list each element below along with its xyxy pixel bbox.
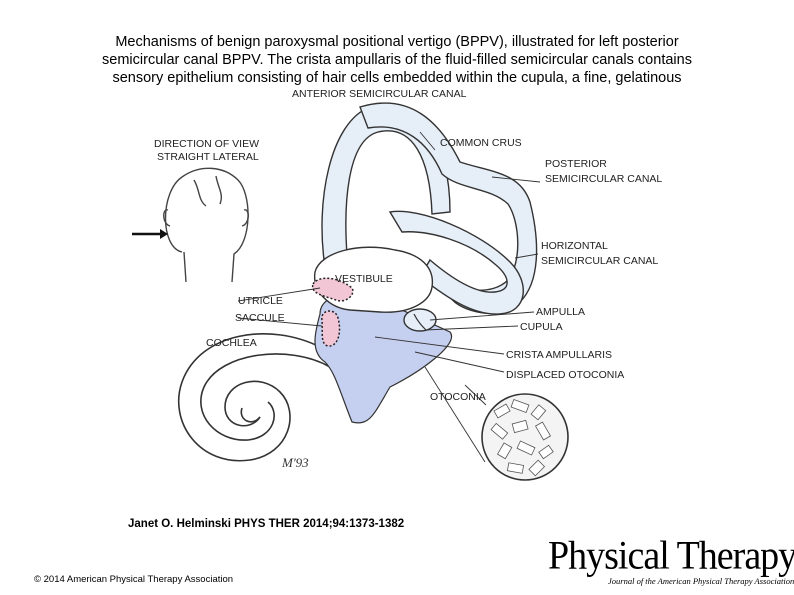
utricle [311,277,354,302]
copyright-notice: © 2014 American Physical Therapy Associa… [34,574,234,585]
logo-title: Physical Therapy [548,533,794,579]
figure-caption: Mechanisms of benign paroxysmal position… [20,33,774,87]
head-illustration [163,167,249,283]
label-straight-lateral: STRAIGHT LATERAL [157,151,259,163]
label-cupula: CUPULA [520,321,563,333]
caption-line-2: semicircular canal BPPV. The crista ampu… [102,52,692,68]
label-horizontal-canal: SEMICIRCULAR CANAL [541,255,658,267]
logo-subtitle: Journal of the American Physical Therapy… [608,576,794,586]
anterior-canal [321,103,451,268]
citation: Janet O. Helminski PHYS THER 2014;94:137… [128,518,405,530]
cochlea [177,333,331,462]
label-utricle: UTRICLE [238,295,283,307]
inner-ear-diagram: ANTERIOR SEMICIRCULAR CANAL DIRECTION OF… [132,88,662,481]
label-common-crus: COMMON CRUS [440,137,522,149]
cupula [413,313,427,331]
artist-signature: M'93 [281,455,309,470]
label-vestibule: VESTIBULE [335,273,393,285]
label-horizontal: HORIZONTAL [541,240,608,252]
label-displaced-otoconia: DISPLACED OTOCONIA [506,369,624,381]
label-anterior-canal: ANTERIOR SEMICIRCULAR CANAL [292,88,467,100]
leader-lines [237,131,541,463]
label-cochlea: COCHLEA [206,337,257,349]
label-direction-of-view: DIRECTION OF VIEW [154,138,259,150]
otoconia-magnified [481,393,569,481]
caption-line-3: sensory epithelium consisting of hair ce… [112,70,682,86]
label-crista-ampullaris: CRISTA AMPULLARIS [506,349,612,361]
label-posterior: POSTERIOR [545,158,607,170]
label-otoconia: OTOCONIA [430,391,486,403]
saccule [321,310,341,347]
label-ampulla: AMPULLA [536,306,585,318]
caption-line-1: Mechanisms of benign paroxysmal position… [115,34,679,50]
journal-logo: Physical Therapy Journal of the American… [548,535,794,588]
label-posterior-canal: SEMICIRCULAR CANAL [545,173,662,185]
label-saccule: SACCULE [235,312,285,324]
view-direction-arrow [132,229,168,239]
ampulla [403,308,437,332]
